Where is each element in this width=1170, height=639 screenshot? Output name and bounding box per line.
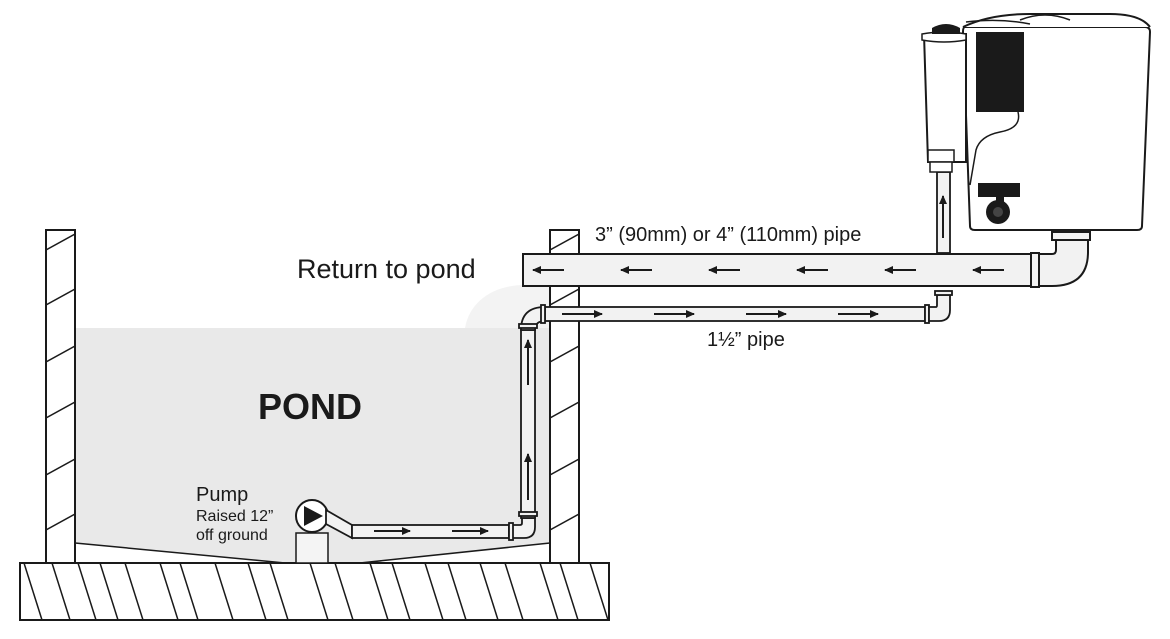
pump	[295, 499, 329, 564]
large-pipe-label: 3” (90mm) or 4” (110mm) pipe	[595, 224, 862, 246]
filter-chamber	[921, 24, 967, 173]
flow-arrows	[374, 195, 1004, 535]
left-wall	[45, 229, 76, 564]
pump-label: Pump	[196, 484, 249, 506]
pump-note-line1: Raised 12”	[196, 508, 274, 525]
pump-note-line2: off ground	[196, 527, 268, 544]
filter-box	[961, 13, 1152, 231]
pond-label: POND	[258, 386, 363, 427]
ground	[19, 562, 610, 621]
small-pipe-label: 1½” pipe	[707, 329, 785, 351]
return-to-pond-label: Return to pond	[297, 254, 476, 284]
return-pipe	[522, 194, 1091, 288]
